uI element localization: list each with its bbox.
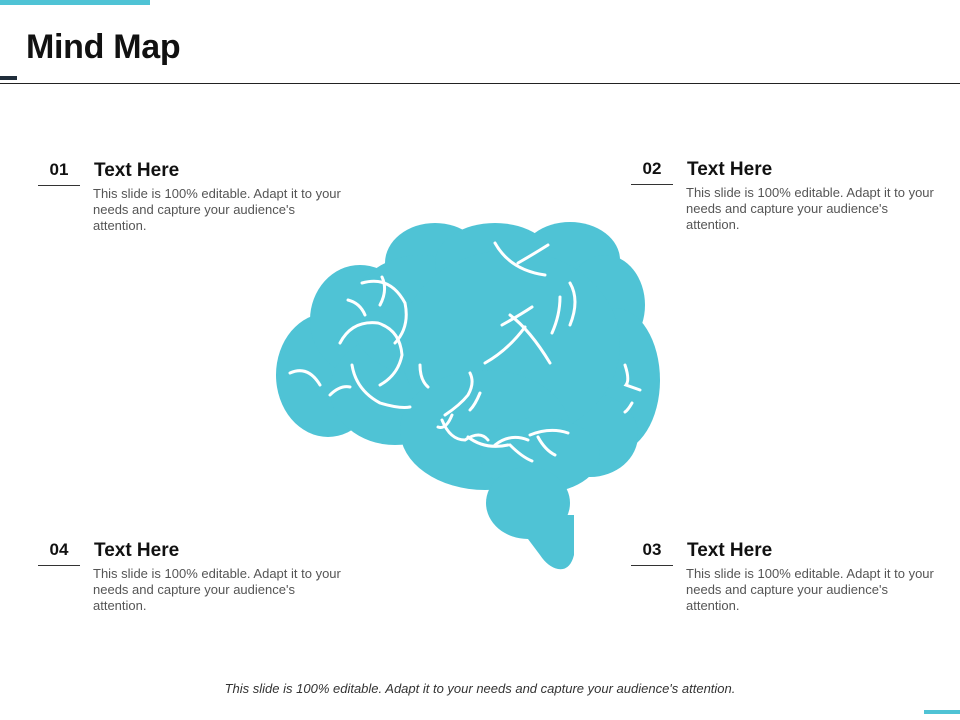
item-text: This slide is 100% editable. Adapt it to… bbox=[93, 566, 341, 613]
item-text: This slide is 100% editable. Adapt it to… bbox=[686, 185, 934, 232]
top-accent-bar bbox=[0, 0, 150, 5]
item-heading: Text Here bbox=[687, 159, 773, 180]
bottom-accent-bar bbox=[924, 710, 960, 714]
item-heading: Text Here bbox=[687, 540, 773, 561]
item-number-underline bbox=[38, 565, 80, 566]
item-number: 02 bbox=[642, 159, 662, 178]
item-heading: Text Here bbox=[94, 540, 180, 561]
item-number: 03 bbox=[642, 540, 662, 559]
footer-note: This slide is 100% editable. Adapt it to… bbox=[224, 681, 736, 696]
item-number-underline bbox=[631, 565, 673, 566]
item-number-underline bbox=[631, 184, 673, 185]
item-number: 04 bbox=[49, 540, 69, 559]
slide-title: Mind Map bbox=[26, 28, 181, 66]
brain-icon bbox=[276, 222, 660, 570]
title-divider bbox=[0, 83, 960, 84]
item-number-underline bbox=[38, 185, 80, 186]
title-rule-mark bbox=[0, 76, 17, 80]
item-text: This slide is 100% editable. Adapt it to… bbox=[93, 186, 341, 233]
item-number: 01 bbox=[49, 160, 69, 179]
item-heading: Text Here bbox=[94, 160, 180, 181]
item-text: This slide is 100% editable. Adapt it to… bbox=[686, 566, 934, 613]
